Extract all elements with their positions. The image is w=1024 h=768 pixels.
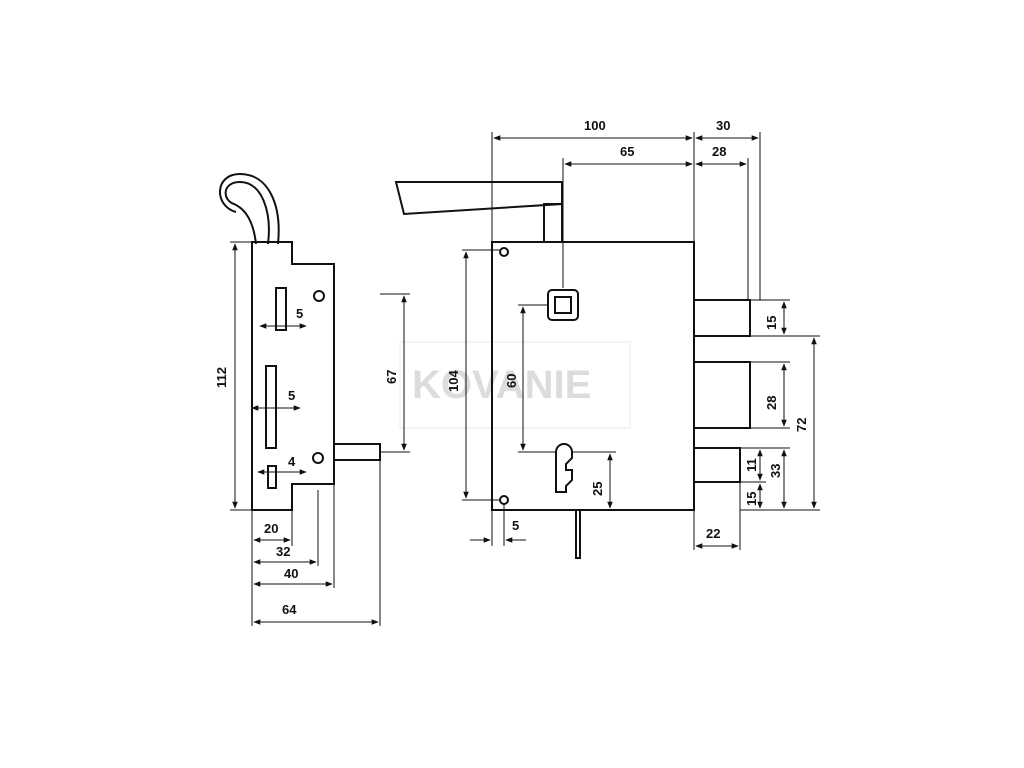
dim-case-height: 104 — [446, 370, 461, 392]
screw-hole-top — [313, 290, 325, 302]
bolt-middle — [693, 361, 751, 429]
latch-bolt — [693, 447, 741, 483]
dim-slot-bottom: 4 — [288, 454, 296, 469]
dim-slot-middle: 5 — [288, 388, 295, 403]
handle-shaft — [543, 203, 563, 243]
side-lock-body — [251, 241, 335, 511]
dim-case-width: 100 — [584, 118, 606, 133]
screw-hole-bottom — [312, 452, 324, 464]
keyhole — [555, 443, 573, 493]
dim-spindle-to-key: 60 — [504, 374, 519, 388]
dim-bolt-projection: 30 — [716, 118, 730, 133]
dim-bolt-group-height: 72 — [794, 418, 809, 432]
dim-latch-gap: 11 — [744, 458, 759, 472]
slot-top — [275, 287, 287, 331]
dim-depth-64: 64 — [282, 602, 297, 617]
dim-latch-height: 15 — [744, 492, 759, 506]
case-screw-top — [499, 247, 509, 257]
watermark-text: KOVANIE — [412, 363, 591, 407]
case-screw-bottom — [499, 495, 509, 505]
bolt-top — [693, 299, 751, 337]
dim-bolt-top-height: 15 — [764, 316, 779, 330]
dim-key-to-bottom: 25 — [590, 482, 605, 496]
side-bolt — [333, 443, 381, 461]
slot-middle — [265, 365, 277, 449]
spindle-inner — [554, 296, 572, 314]
dim-bolt-middle-height: 28 — [764, 396, 779, 410]
front-view: 100 30 65 28 104 60 25 5 22 — [394, 118, 820, 559]
dim-height-total: 112 — [214, 367, 229, 388]
follower-pin — [575, 509, 581, 559]
cable-inner — [219, 172, 280, 245]
slot-bottom — [267, 465, 277, 489]
dim-edge-offset: 5 — [512, 518, 519, 533]
dim-latch-span: 33 — [768, 464, 783, 478]
watermark: KOVANIE — [399, 341, 631, 429]
handle-lever — [394, 181, 563, 216]
dim-slot-top: 5 — [296, 306, 303, 321]
spindle-square — [547, 289, 579, 321]
dim-depth-20: 20 — [264, 521, 278, 536]
dim-bolt-span: 67 — [384, 370, 399, 384]
dim-handle-offset: 65 — [620, 144, 634, 159]
dim-bolt-projection-inner: 28 — [712, 144, 726, 159]
side-view: 112 5 5 4 67 20 32 40 64 — [214, 172, 410, 626]
cable-loop — [224, 180, 270, 245]
dim-depth-40: 40 — [284, 566, 298, 581]
dim-depth-32: 32 — [276, 544, 290, 559]
dim-latch-projection: 22 — [706, 526, 720, 541]
